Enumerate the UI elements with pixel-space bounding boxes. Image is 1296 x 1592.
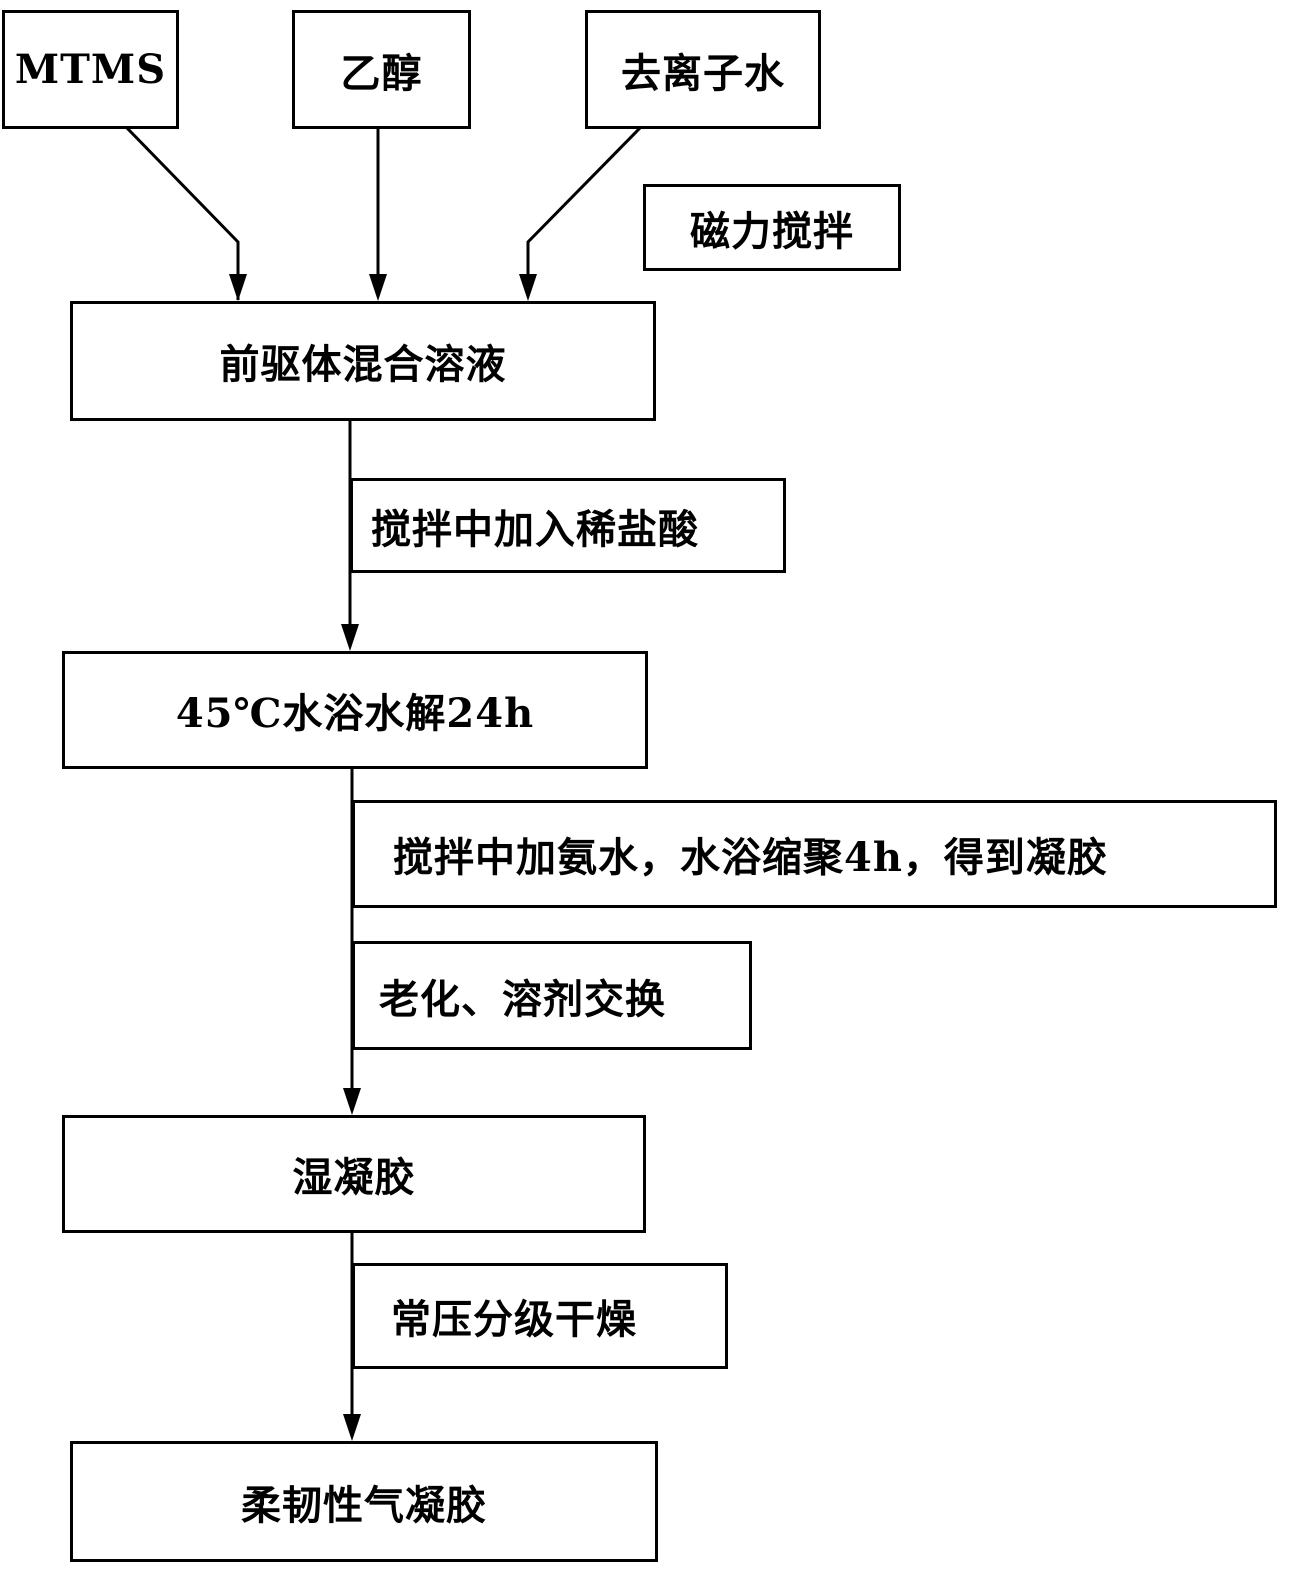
input-water-label: 去离子水 bbox=[621, 49, 785, 97]
step-wet-gel-label: 湿凝胶 bbox=[292, 1154, 416, 1201]
note-drying: 常压分级干燥 bbox=[352, 1263, 728, 1369]
note-drying-label: 常压分级干燥 bbox=[391, 1296, 637, 1343]
step-aerogel-label: 柔韧性气凝胶 bbox=[241, 1481, 487, 1529]
arrow-water-to-precursor bbox=[526, 126, 642, 276]
note-aging: 老化、溶剂交换 bbox=[352, 941, 752, 1050]
input-ethanol-label: 乙醇 bbox=[340, 49, 423, 97]
input-mtms-box: MTMS bbox=[2, 10, 179, 129]
note-magnetic-stirring-label: 磁力搅拌 bbox=[690, 207, 854, 255]
note-add-hcl-label: 搅拌中加入稀盐酸 bbox=[371, 505, 699, 553]
step-hydrolysis-box: 45℃水浴水解24h bbox=[62, 651, 648, 769]
step-precursor-box: 前驱体混合溶液 bbox=[70, 301, 656, 421]
step-precursor-label: 前驱体混合溶液 bbox=[219, 341, 507, 388]
arrowhead-ethanol bbox=[369, 274, 387, 301]
note-add-hcl: 搅拌中加入稀盐酸 bbox=[350, 478, 786, 573]
arrowhead-hydrolysis bbox=[341, 624, 359, 651]
arrowhead-wetgel bbox=[343, 1088, 361, 1115]
arrowhead-aerogel bbox=[343, 1414, 361, 1441]
arrowhead-water bbox=[519, 274, 537, 301]
note-magnetic-stirring: 磁力搅拌 bbox=[643, 184, 901, 271]
step-hydrolysis-label: 45℃水浴水解24h bbox=[175, 690, 535, 737]
step-wet-gel-box: 湿凝胶 bbox=[62, 1115, 646, 1233]
note-add-ammonia-label: 搅拌中加氨水，水浴缩聚4h，得到凝胶 bbox=[393, 834, 1108, 881]
note-add-ammonia: 搅拌中加氨水，水浴缩聚4h，得到凝胶 bbox=[352, 800, 1277, 908]
input-ethanol-box: 乙醇 bbox=[292, 10, 471, 129]
input-mtms-label: MTMS bbox=[14, 46, 167, 93]
step-aerogel-box: 柔韧性气凝胶 bbox=[70, 1441, 658, 1562]
arrow-mtms-to-precursor bbox=[125, 126, 240, 300]
note-aging-label: 老化、溶剂交换 bbox=[379, 975, 666, 1023]
arrowhead-mtms bbox=[229, 274, 247, 301]
input-water-box: 去离子水 bbox=[585, 10, 821, 129]
